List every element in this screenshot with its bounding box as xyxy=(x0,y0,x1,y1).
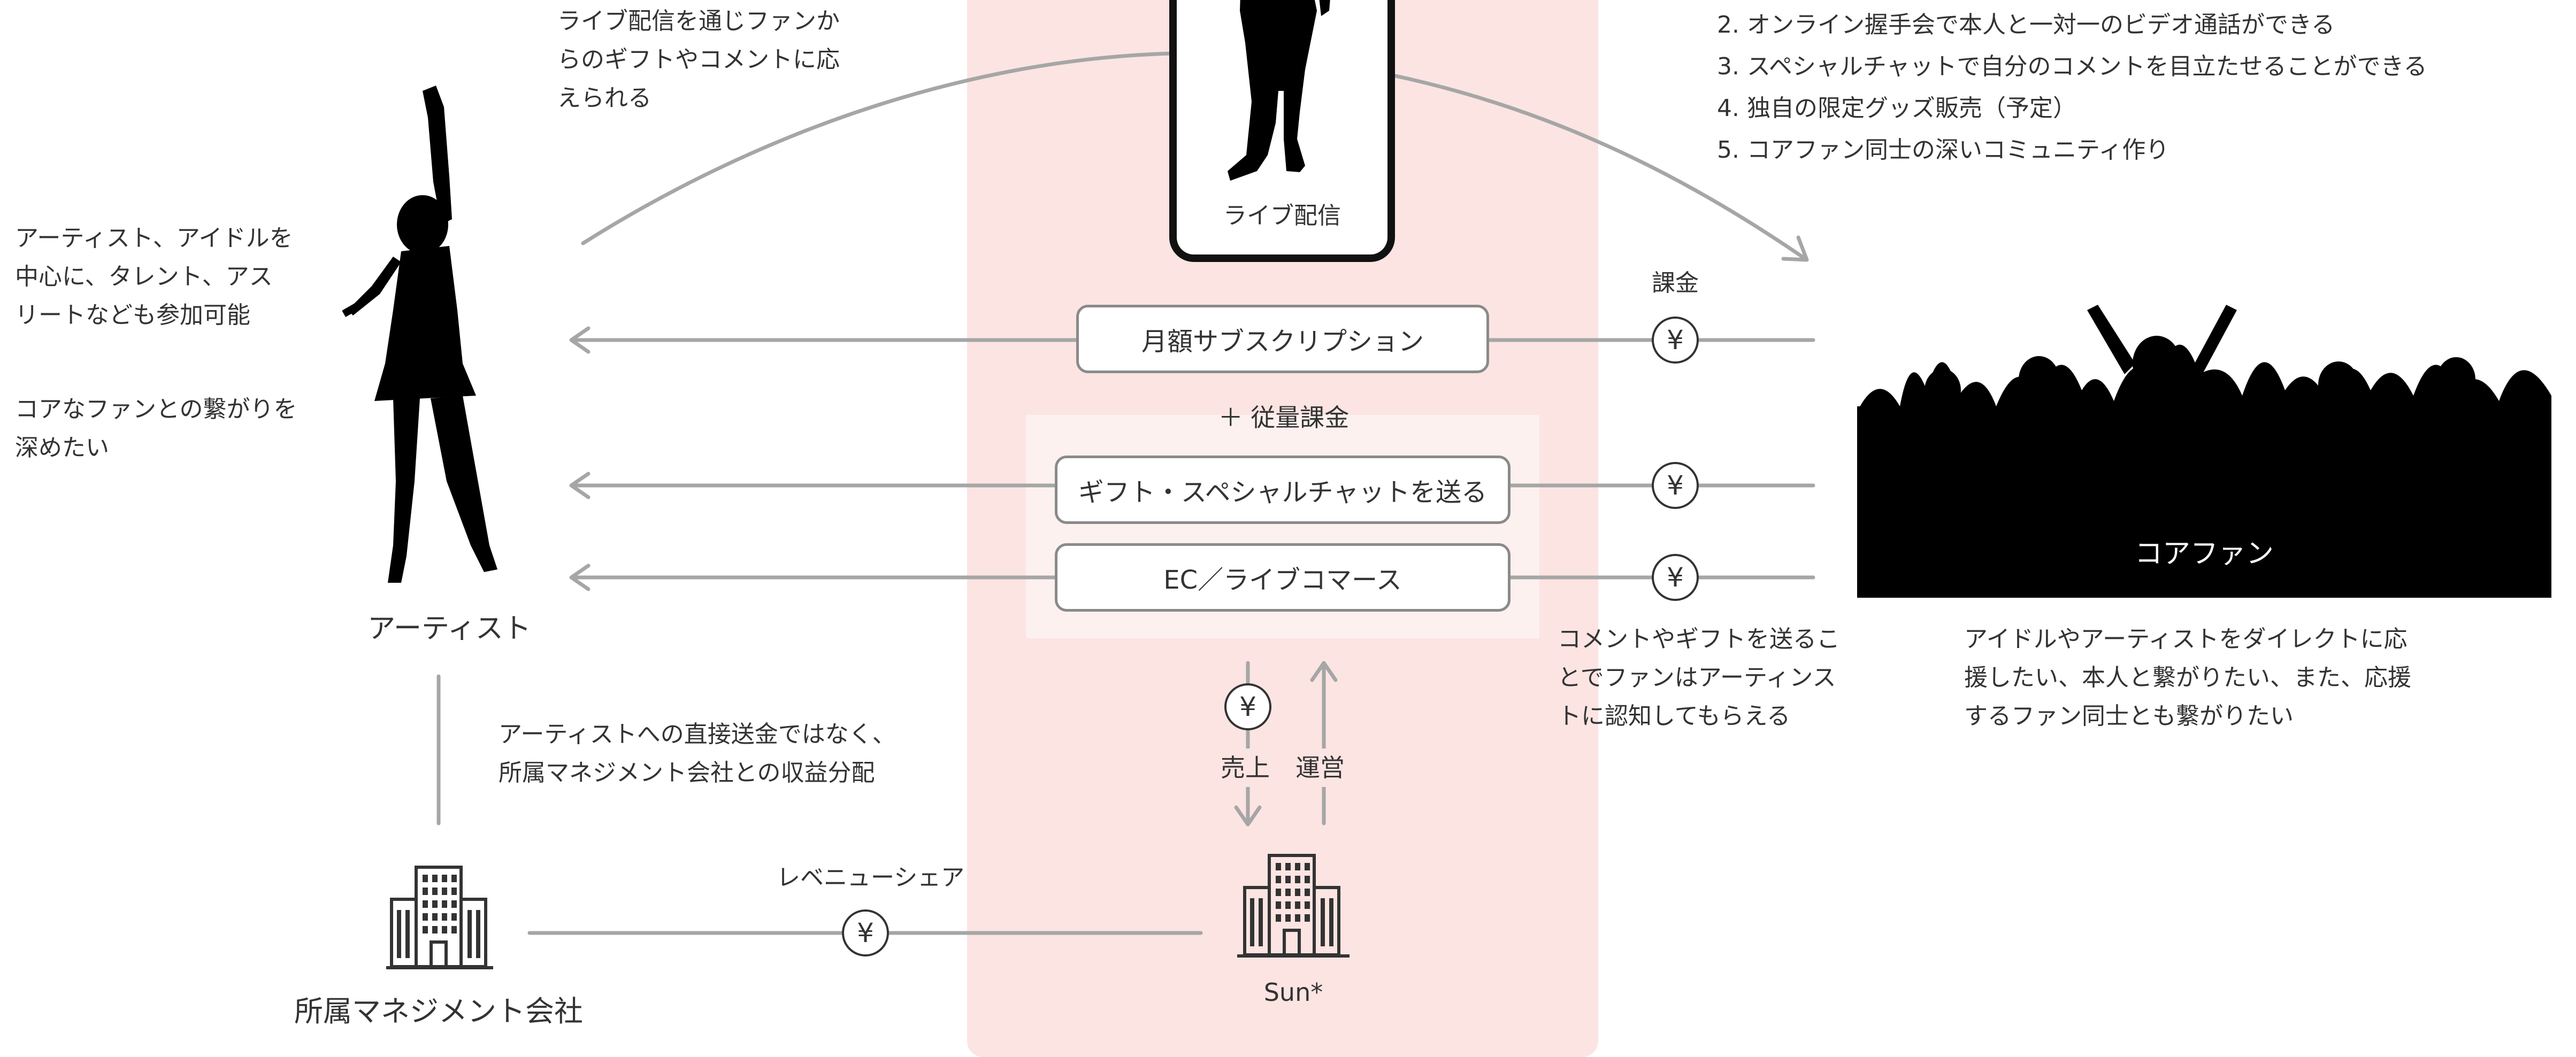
billing-label: 課金 xyxy=(1652,269,1699,297)
yen-coin-icon: ¥ xyxy=(1652,317,1699,364)
note-line: 中心に、タレント、アス xyxy=(15,263,273,290)
note-line: とでファンはアーティンス xyxy=(1558,664,1836,691)
benefit-item: 2. オンライン握手会で本人と一対一のビデオ通話ができる xyxy=(1717,11,2335,38)
phone-device: ライブ配信 xyxy=(1169,0,1395,262)
gift-label: ギフト・スペシャルチャットを送る xyxy=(1078,477,1488,507)
note-line: コメントやギフトを送るこ xyxy=(1558,626,1840,653)
yen-coin-icon: ¥ xyxy=(1652,554,1699,601)
usage-billing-label: ＋ 従量課金 xyxy=(1218,403,1350,432)
note-line: コアなファンとの繋がりを xyxy=(15,396,297,423)
sun-label: Sun* xyxy=(1263,978,1323,1007)
gift-box: ギフト・スペシャルチャットを送る xyxy=(1055,456,1511,524)
note-line: 援したい、本人と繋がりたい、また、応援 xyxy=(1964,664,2411,691)
artist-silhouette-icon xyxy=(342,86,497,583)
arrowhead-operation xyxy=(1310,661,1338,682)
ec-box: EC／ライブコマース xyxy=(1055,543,1511,612)
note-line: アイドルやアーティストをダイレクトに応 xyxy=(1964,626,2408,653)
subscription-label: 月額サブスクリプション xyxy=(1141,327,1424,357)
note-line: するファン同士とも繋がりたい xyxy=(1964,703,2294,730)
note-line: 所属マネジメント会社との収益分配 xyxy=(499,759,875,786)
phone-label: ライブ配信 xyxy=(1223,202,1341,229)
yen-coin-icon: ¥ xyxy=(842,909,889,956)
arc-arrowhead xyxy=(1781,235,1809,262)
arrowhead-gift xyxy=(569,472,591,499)
arc-phone-to-fans xyxy=(1389,73,1809,262)
arrowhead-ec xyxy=(569,564,591,591)
benefit-item: 3. スペシャルチャットで自分のコメントを目立たせることができる xyxy=(1717,53,2427,80)
fan-desire-note: アイドルやアーティストをダイレクトに応 援したい、本人と繋がりたい、また、応援 … xyxy=(1964,620,2411,736)
note-line: アーティストへの直接送金ではなく、 xyxy=(499,721,896,748)
note-line: トに認知してもらえる xyxy=(1558,703,1791,730)
comment-gift-note: コメントやギフトを送るこ とでファンはアーティンス トに認知してもらえる xyxy=(1558,620,1840,736)
benefit-item: 5. コアファン同士の深いコミュニティ作り xyxy=(1717,136,2169,164)
yen-coin-icon: ¥ xyxy=(1224,683,1271,730)
crowd-silhouette: コアファン xyxy=(1857,299,2551,598)
benefit-item: 4. 独自の限定グッズ販売（予定） xyxy=(1717,95,2076,122)
yen-coin-icon: ¥ xyxy=(1652,462,1699,509)
operation-label: 運営 xyxy=(1295,749,1345,787)
note-line: えられる xyxy=(557,84,651,112)
management-label: 所属マネジメント会社 xyxy=(294,994,583,1028)
sales-label: 売上 xyxy=(1221,749,1270,787)
artist-note-bottom: コアなファンとの繋がりを 深めたい xyxy=(15,390,297,467)
note-line: ライブ配信を通じファンか xyxy=(557,7,840,35)
singer-silhouette-icon xyxy=(1228,0,1330,181)
arrowhead-subscription xyxy=(569,326,591,354)
note-line: アーティスト、アイドルを xyxy=(15,225,293,252)
note-line: らのギフトやコメントに応 xyxy=(557,46,840,73)
artist-note-top: アーティスト、アイドルを 中心に、タレント、アス リートなども参加可能 xyxy=(15,219,293,335)
revenue-split-note: アーティストへの直接送金ではなく、 所属マネジメント会社との収益分配 xyxy=(499,715,896,792)
ec-label: EC／ライブコマース xyxy=(1163,565,1402,595)
revenue-share-label: レベニューシェア xyxy=(777,864,965,891)
note-line: リートなども参加可能 xyxy=(15,302,250,329)
fan-benefits-list: 2. オンライン握手会で本人と一対一のビデオ通話ができる 3. スペシャルチャッ… xyxy=(1717,4,2427,171)
sun-building-icon xyxy=(1237,854,1350,958)
management-building-icon xyxy=(386,866,493,969)
core-fan-label: コアファン xyxy=(2134,538,2274,570)
artist-label: アーティスト xyxy=(367,613,531,645)
subscription-box: 月額サブスクリプション xyxy=(1076,305,1489,373)
live-stream-note: ライブ配信を通じファンか らのギフトやコメントに応 えられる xyxy=(557,2,840,118)
note-line: 深めたい xyxy=(15,434,109,461)
arrowhead-sales xyxy=(1234,805,1262,827)
arc-artist-to-phone xyxy=(581,51,1174,245)
crowd-silhouette-icon xyxy=(1857,305,2551,598)
